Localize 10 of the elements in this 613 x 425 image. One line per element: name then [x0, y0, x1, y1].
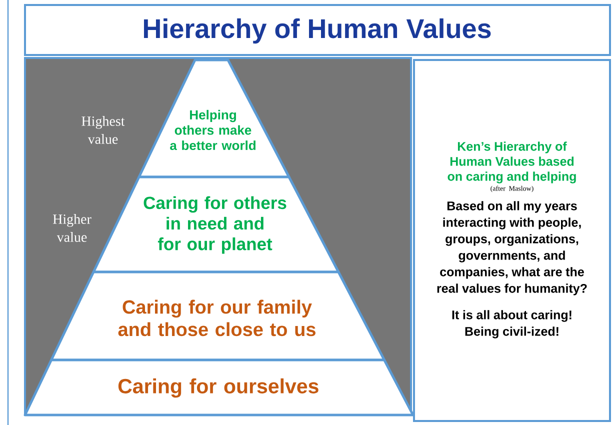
pyramid-tier: Helping others make a better world [138, 58, 290, 178]
level-label: Highest value [82, 116, 125, 144]
title-box: Hierarchy of Human Values [24, 4, 611, 56]
info-panel [413, 59, 611, 422]
pyramid-tier: Caring for others in need and for our planet [92, 176, 340, 274]
pyramid-tier: Caring for ourselves [24, 358, 414, 416]
body-text: Based on all my years interacting with people, groups, organizations, governments, and companies, what are the real values for humanity? [437, 201, 587, 296]
level-label: Higher value [52, 214, 92, 242]
closing-text: It is all about caring! Being civil-ized! [452, 310, 572, 338]
panel-heading: Ken’s Hierarchy of Human Values based on caring and helping [448, 142, 576, 184]
